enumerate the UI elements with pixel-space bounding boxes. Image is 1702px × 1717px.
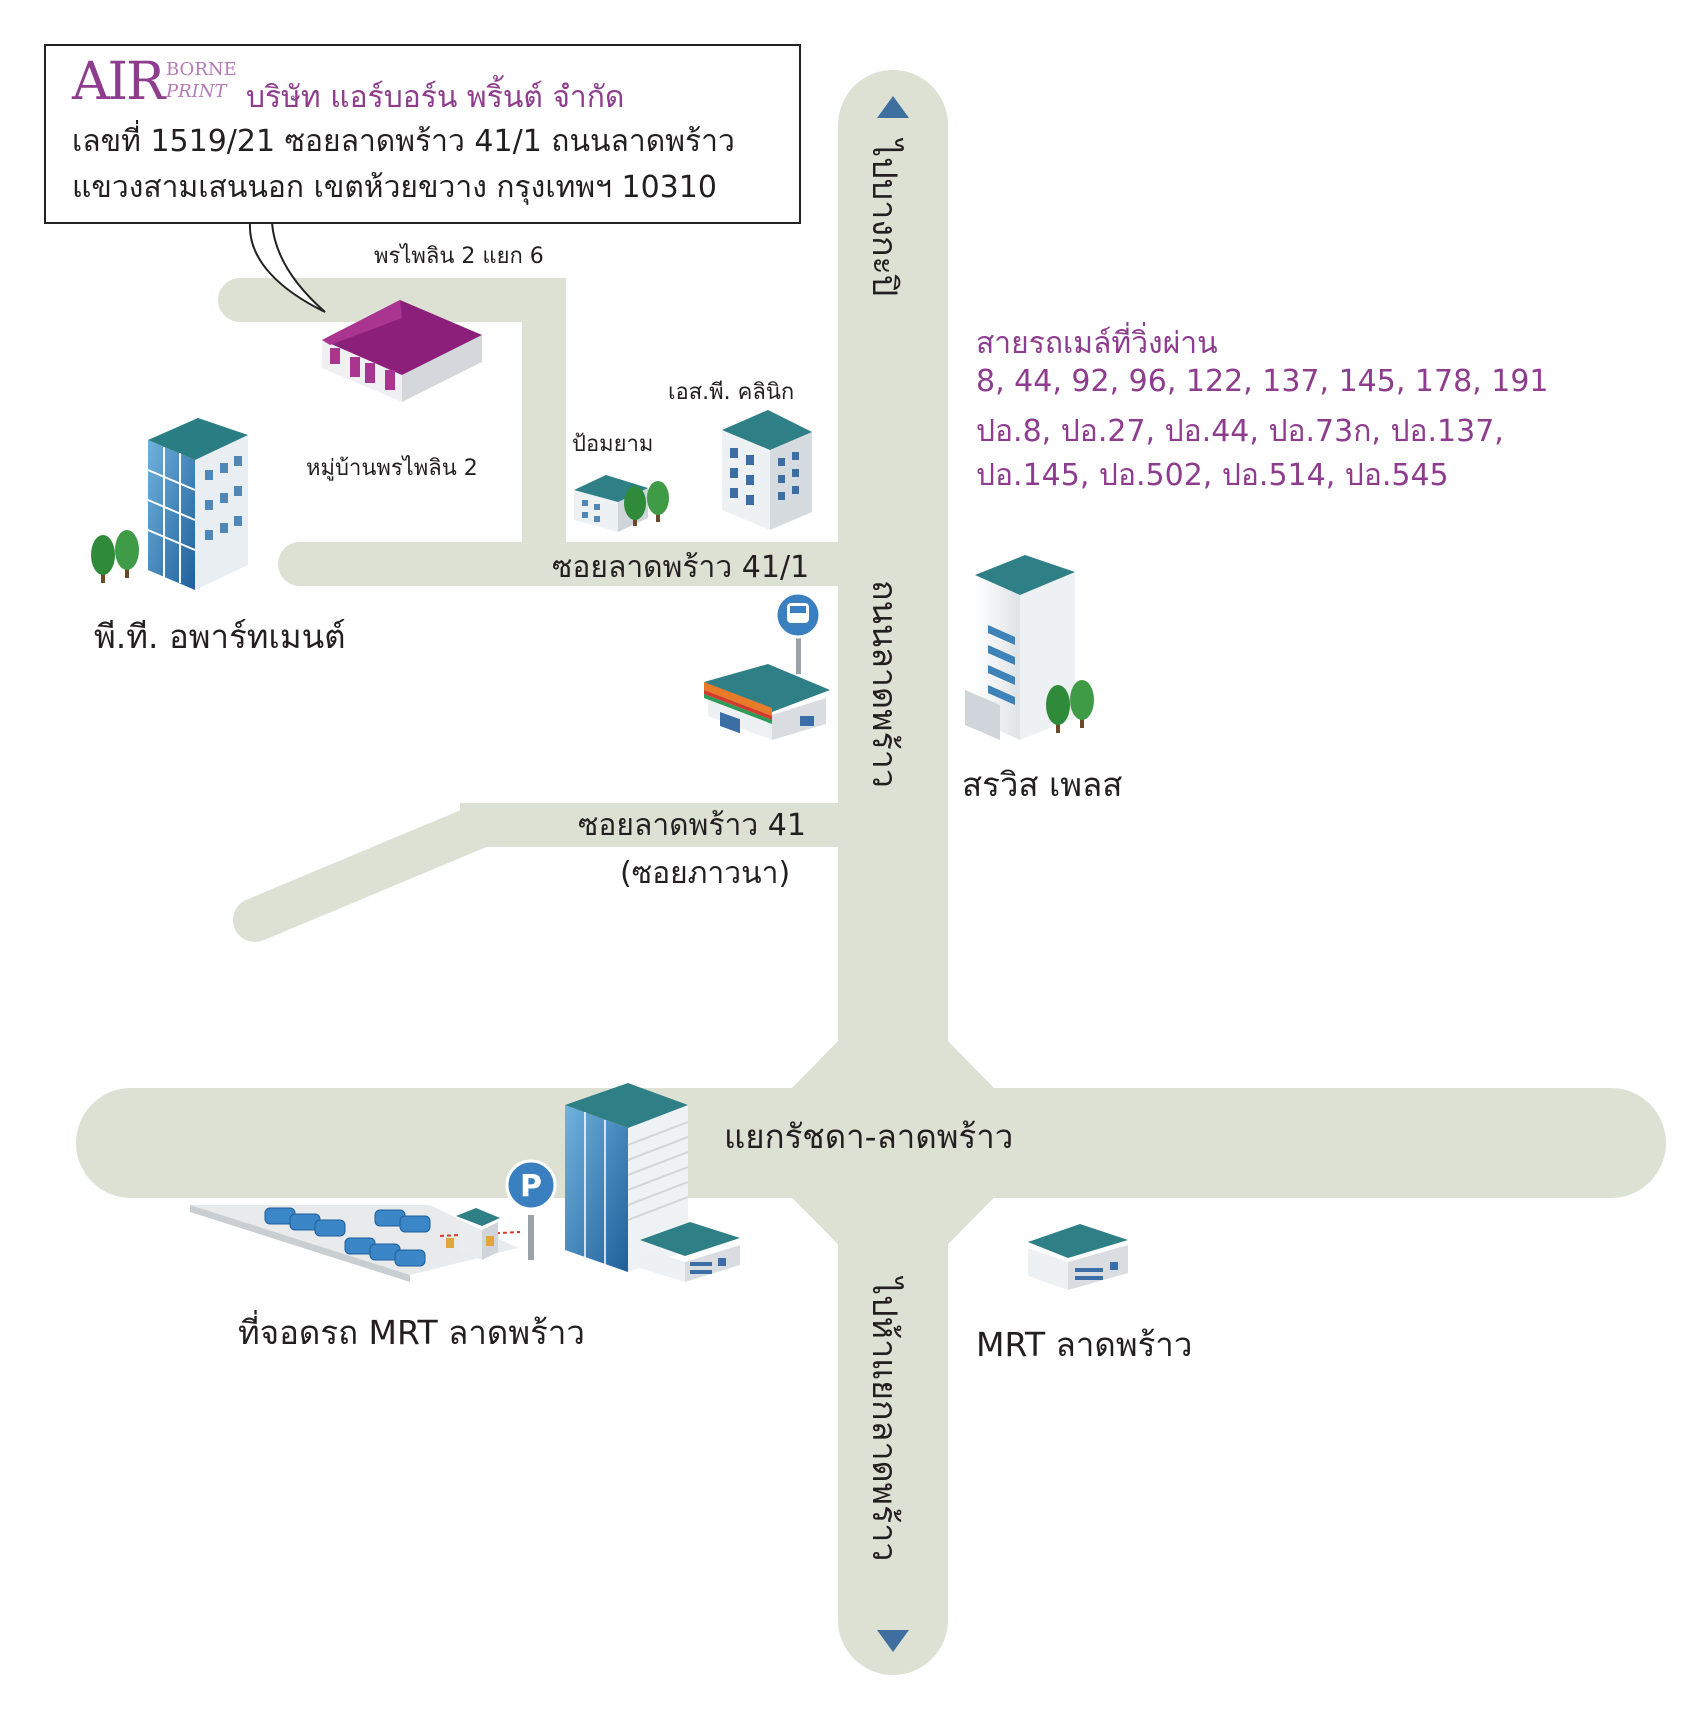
company-logo-bottom: PRINT xyxy=(166,81,227,102)
road-soi-41 xyxy=(460,803,880,847)
svg-text:P: P xyxy=(520,1169,542,1204)
road-lat-phrao xyxy=(838,70,948,1675)
place-label-clinic: เอส.พี. คลินิก xyxy=(668,380,795,405)
parking-sign-icon: P xyxy=(505,1159,557,1260)
company-name: บริษัท แอร์บอร์น พริ้นต์ จำกัด xyxy=(246,80,625,115)
place-label-mrt-station: MRT ลาดพร้าว xyxy=(976,1325,1193,1364)
sp-clinic-building xyxy=(722,410,812,530)
place-label-sornvis: สรวิส เพลส xyxy=(962,765,1123,804)
convenience-store-building xyxy=(704,664,830,740)
road-label-lat-phrao: ถนนลาดพร้าว xyxy=(864,580,904,788)
road-label-soi-41: ซอยลาดพร้าว 41 xyxy=(578,808,806,843)
pt-apartment-building xyxy=(147,418,248,590)
bus-stop-icon xyxy=(774,591,822,674)
company-address-line2: แขวงสามเสนนอก เขตห้วยขวาง กรุงเทพฯ 10310 xyxy=(72,170,717,205)
road-phraiphilin-top xyxy=(218,278,566,322)
road-phraiphilin-vertical xyxy=(522,278,566,578)
road-junction xyxy=(738,985,1048,1300)
tree-icon xyxy=(624,481,669,526)
company-address-line1: เลขที่ 1519/21 ซอยลาดพร้าว 41/1 ถนนลาดพร… xyxy=(72,124,735,159)
road-soi-41-diagonal xyxy=(233,803,504,942)
company-logo-top: BORNE xyxy=(166,59,237,80)
mrt-tower-building xyxy=(565,1083,740,1282)
road-label-soi-41-alias: (ซอยภาวนา) xyxy=(620,856,791,891)
road-label-intersection: แยกรัชดา-ลาดพร้าว xyxy=(724,1117,1014,1156)
road-label-phraiphilin-6: พรไพลิน 2 แยก 6 xyxy=(374,244,544,269)
company-callout: AIR BORNE PRINT บริษัท แอร์บอร์น พริ้นต์… xyxy=(44,44,801,224)
road-soi-41-1 xyxy=(278,542,878,586)
mrt-parking-lot xyxy=(190,1205,521,1282)
callout-pointer xyxy=(248,222,326,313)
bus-title: สายรถเมล์ที่วิ่งผ่าน xyxy=(976,326,1218,361)
mrt-station-building xyxy=(1028,1224,1128,1290)
place-label-village: หมู่บ้านพรไพลิน 2 xyxy=(306,456,478,481)
place-label-mrt-parking: ที่จอดรถ MRT ลาดพร้าว xyxy=(238,1313,585,1352)
road-label-to-haayaek: ไปห้าแยกลาดพร้าว xyxy=(864,1278,904,1562)
bus-line-2: ปอ.8, ปอ.27, ปอ.44, ปอ.73ก, ปอ.137, xyxy=(976,414,1504,449)
tree-icon xyxy=(1046,680,1094,733)
place-label-pharmacy: ป้อมยาม xyxy=(572,432,654,457)
arrow-up-icon xyxy=(877,96,909,118)
road-label-soi-41-1: ซอยลาดพร้าว 41/1 xyxy=(552,550,810,585)
company-logo: AIR xyxy=(72,52,165,112)
tree-icon xyxy=(91,530,139,583)
bus-line-1: 8, 44, 92, 96, 122, 137, 145, 178, 191 xyxy=(976,364,1549,399)
road-network xyxy=(76,70,1666,1675)
place-label-apartment: พี.ที. อพาร์ทเมนต์ xyxy=(94,617,346,656)
arrow-down-icon xyxy=(877,1630,909,1652)
road-label-to-bangkapi: ไปบางกะปิ xyxy=(864,140,904,297)
bus-line-3: ปอ.145, ปอ.502, ปอ.514, ปอ.545 xyxy=(976,458,1449,493)
airborne-office-building xyxy=(322,300,482,402)
